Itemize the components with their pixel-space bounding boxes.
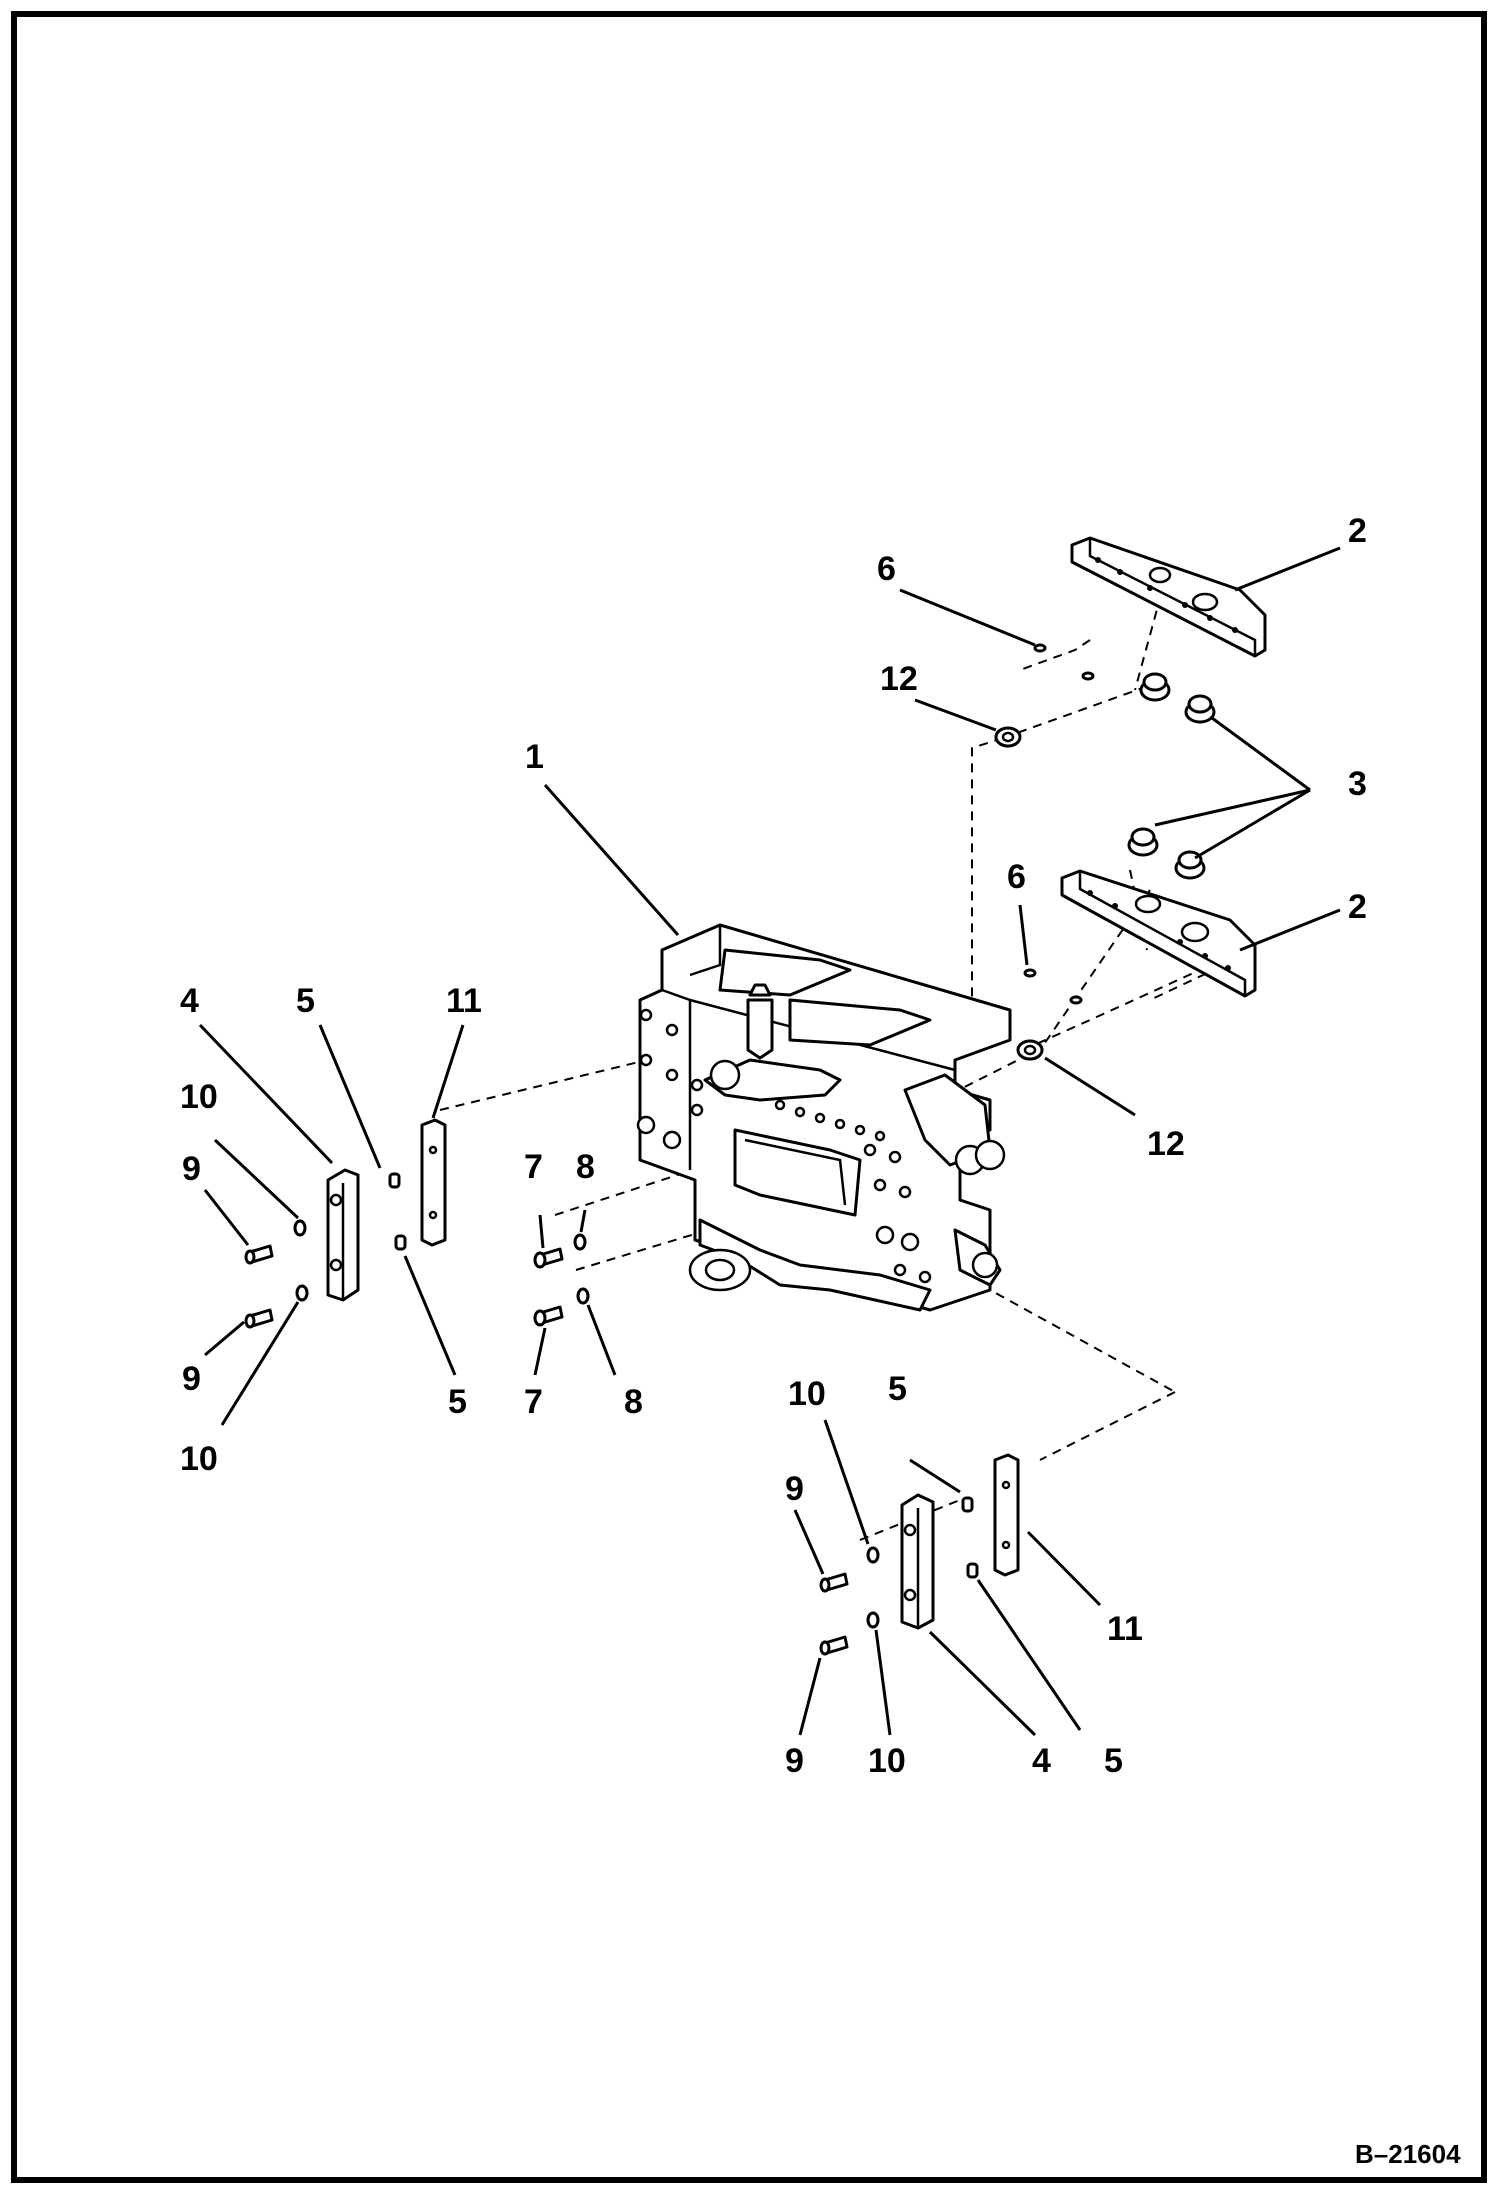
- callout-10-left-top: 10: [180, 1078, 218, 1116]
- callout-7-bottom: 7: [524, 1383, 543, 1421]
- callout-5-right-top: 5: [888, 1370, 907, 1408]
- washers-part-10-left: [293, 1219, 309, 1302]
- spacers-part-5-right: [961, 1496, 979, 1579]
- bolts-part-7: [533, 1247, 564, 1327]
- bolts-part-9-left: [244, 1244, 274, 1329]
- bar-part-2-lower: [1060, 869, 1257, 998]
- callout-2-upper: 2: [1348, 512, 1367, 550]
- nut-2: [1184, 694, 1216, 724]
- bolts-part-9-right: [819, 1572, 849, 1656]
- callout-labels: 1 2 2 3 6 6 12 12 4 5 11 10 9 9 10 5 7 8…: [180, 512, 1367, 1780]
- callout-11-left: 11: [446, 982, 482, 1020]
- callout-10-right-bottom: 10: [868, 1742, 906, 1780]
- frame-bolt-holes: [636, 1008, 932, 1284]
- callout-5-left-top: 5: [296, 982, 315, 1020]
- callout-5-right-bottom: 5: [1104, 1742, 1123, 1780]
- callout-9-right-bottom: 9: [785, 1742, 804, 1780]
- page-border: [11, 11, 1487, 2183]
- callout-10-right-top: 10: [788, 1375, 826, 1413]
- callout-9-left-top: 9: [182, 1150, 201, 1188]
- callout-1: 1: [525, 738, 544, 776]
- callout-3: 3: [1348, 765, 1367, 803]
- block-part-4-left: [326, 1168, 360, 1302]
- spacers-part-5-left: [388, 1172, 407, 1251]
- washers-part-12: [994, 726, 1044, 1061]
- callout-6-lower: 6: [1007, 858, 1026, 896]
- callout-11-right: 11: [1107, 1610, 1143, 1648]
- left-hardware-group: [244, 1118, 590, 1329]
- bar-part-2-upper: [1070, 536, 1267, 658]
- block-part-4-right: [900, 1493, 935, 1630]
- washers-part-10-right: [866, 1546, 880, 1629]
- right-hardware-group: [819, 1453, 1020, 1656]
- callout-8-top: 8: [576, 1148, 595, 1186]
- plate-part-11-left: [420, 1118, 447, 1247]
- drawing-reference-number: B–21604: [1355, 2139, 1461, 2169]
- callout-8-bottom: 8: [624, 1383, 643, 1421]
- pins-part-6: [1023, 643, 1095, 1005]
- callout-10-left-bottom: 10: [180, 1440, 218, 1478]
- callout-12-lower: 12: [1147, 1125, 1185, 1163]
- nut-3: [1127, 827, 1159, 857]
- callout-12-upper: 12: [880, 660, 918, 698]
- main-frame-part-1: [636, 923, 1012, 1312]
- callout-4-left: 4: [180, 982, 199, 1020]
- washers-part-8: [573, 1233, 590, 1305]
- callout-9-left-bottom: 9: [182, 1360, 201, 1398]
- nut-1: [1139, 672, 1171, 702]
- callout-4-right: 4: [1032, 1742, 1051, 1780]
- callout-7-top: 7: [524, 1148, 543, 1186]
- callout-6-upper: 6: [877, 550, 896, 588]
- leader-lines: [198, 546, 1341, 1737]
- plate-part-11-right: [993, 1453, 1020, 1577]
- callout-2-lower: 2: [1348, 888, 1367, 926]
- nuts-part-3: [1127, 672, 1216, 880]
- callout-9-right-top: 9: [785, 1470, 804, 1508]
- callout-5-left-bottom: 5: [448, 1383, 467, 1421]
